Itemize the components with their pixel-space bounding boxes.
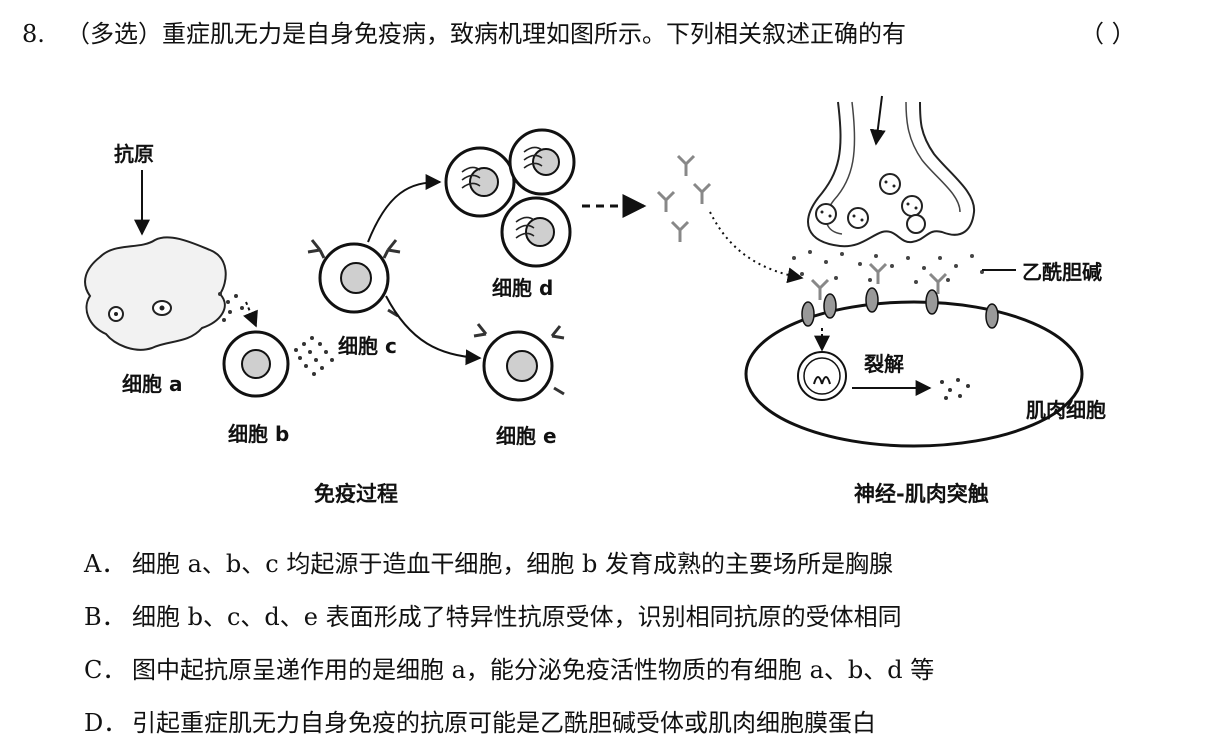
- caption-immune-process: 免疫过程: [314, 482, 398, 506]
- nerve-signal-arrow: [869, 95, 886, 146]
- cell-c-nucleus: [340, 262, 372, 294]
- nerve-terminal: [807, 101, 976, 248]
- answer-options: A．细胞 a、b、c 均起源于造血干细胞，细胞 b 发育成熟的主要场所是胸腺 B…: [84, 538, 1184, 750]
- mechanism-figure: 抗原 细胞 a 细胞 b 细胞 c 细胞 d 细胞 e 乙酰胆碱 裂解 肌肉细胞…: [70, 82, 1150, 512]
- label-muscle-cell: 肌肉细胞: [1026, 398, 1106, 422]
- option-d-text: 引起重症肌无力自身免疫的抗原可能是乙酰胆碱受体或肌肉细胞膜蛋白: [132, 709, 876, 737]
- cell-d-cluster: [444, 128, 576, 268]
- answer-blank: （ ）: [1080, 20, 1136, 48]
- label-antigen: 抗原: [114, 142, 154, 166]
- option-d[interactable]: D．引起重症肌无力自身免疫的抗原可能是乙酰胆碱受体或肌肉细胞膜蛋白: [84, 697, 1184, 750]
- label-cell-e: 细胞 e: [496, 424, 557, 448]
- figure-drawing: [84, 95, 1084, 448]
- cell-e-nucleus: [506, 350, 538, 382]
- cell-b-nucleus: [241, 349, 271, 379]
- acetylcholine-dots: [792, 250, 984, 284]
- label-cell-b: 细胞 b: [228, 422, 290, 446]
- option-a-letter: A．: [84, 550, 126, 578]
- option-b-letter: B．: [84, 603, 126, 631]
- question-text: （多选）重症肌无力是自身免疫病，致病机理如图所示。下列相关叙述正确的有: [66, 20, 906, 48]
- lysosome: [797, 351, 847, 401]
- synaptic-vesicles: [815, 173, 926, 234]
- option-c-text: 图中起抗原呈递作用的是细胞 a，能分泌免疫活性物质的有细胞 a、b、d 等: [132, 656, 935, 684]
- acetylcholine-receptors: [801, 287, 999, 329]
- option-c[interactable]: C．图中起抗原呈递作用的是细胞 a，能分泌免疫活性物质的有细胞 a、b、d 等: [84, 644, 1184, 697]
- option-c-letter: C．: [84, 656, 127, 684]
- cell-a-shape: [84, 236, 227, 351]
- label-cell-a: 细胞 a: [122, 372, 183, 396]
- cleft-antibodies: [810, 262, 948, 300]
- muscle-cell: [744, 300, 1084, 448]
- label-acetylcholine: 乙酰胆碱: [1022, 260, 1102, 284]
- label-cell-c: 细胞 c: [338, 334, 397, 358]
- antibodies: [656, 154, 712, 242]
- label-cell-d: 细胞 d: [492, 276, 554, 300]
- arrow-c-to-e: [385, 295, 482, 366]
- option-a-text: 细胞 a、b、c 均起源于造血干细胞，细胞 b 发育成熟的主要场所是胸腺: [132, 550, 893, 578]
- question-stem-line: 8. （多选）重症肌无力是自身免疫病，致病机理如图所示。下列相关叙述正确的有 （ …: [22, 16, 1192, 52]
- question-number: 8.: [22, 20, 45, 48]
- lysis-fragments: [940, 378, 970, 400]
- option-a[interactable]: A．细胞 a、b、c 均起源于造血干细胞，细胞 b 发育成熟的主要场所是胸腺: [84, 538, 1184, 591]
- caption-neuromuscular-junction: 神经-肌肉突触: [854, 482, 989, 506]
- option-b[interactable]: B．细胞 b、c、d、e 表面形成了特异性抗原受体，识别相同抗原的受体相同: [84, 591, 1184, 644]
- arrow-antibody-to-receptor: [709, 211, 804, 284]
- option-d-letter: D．: [84, 709, 128, 737]
- arrow-c-to-d: [367, 174, 442, 243]
- cell-e-receptors: [473, 323, 565, 396]
- cell-c-receptors: [307, 239, 401, 318]
- option-b-text: 细胞 b、c、d、e 表面形成了特异性抗原受体，识别相同抗原的受体相同: [132, 603, 902, 631]
- cell-b-secretion: [294, 336, 334, 376]
- label-lysis: 裂解: [864, 352, 904, 376]
- cell-a-secretion: [218, 292, 244, 322]
